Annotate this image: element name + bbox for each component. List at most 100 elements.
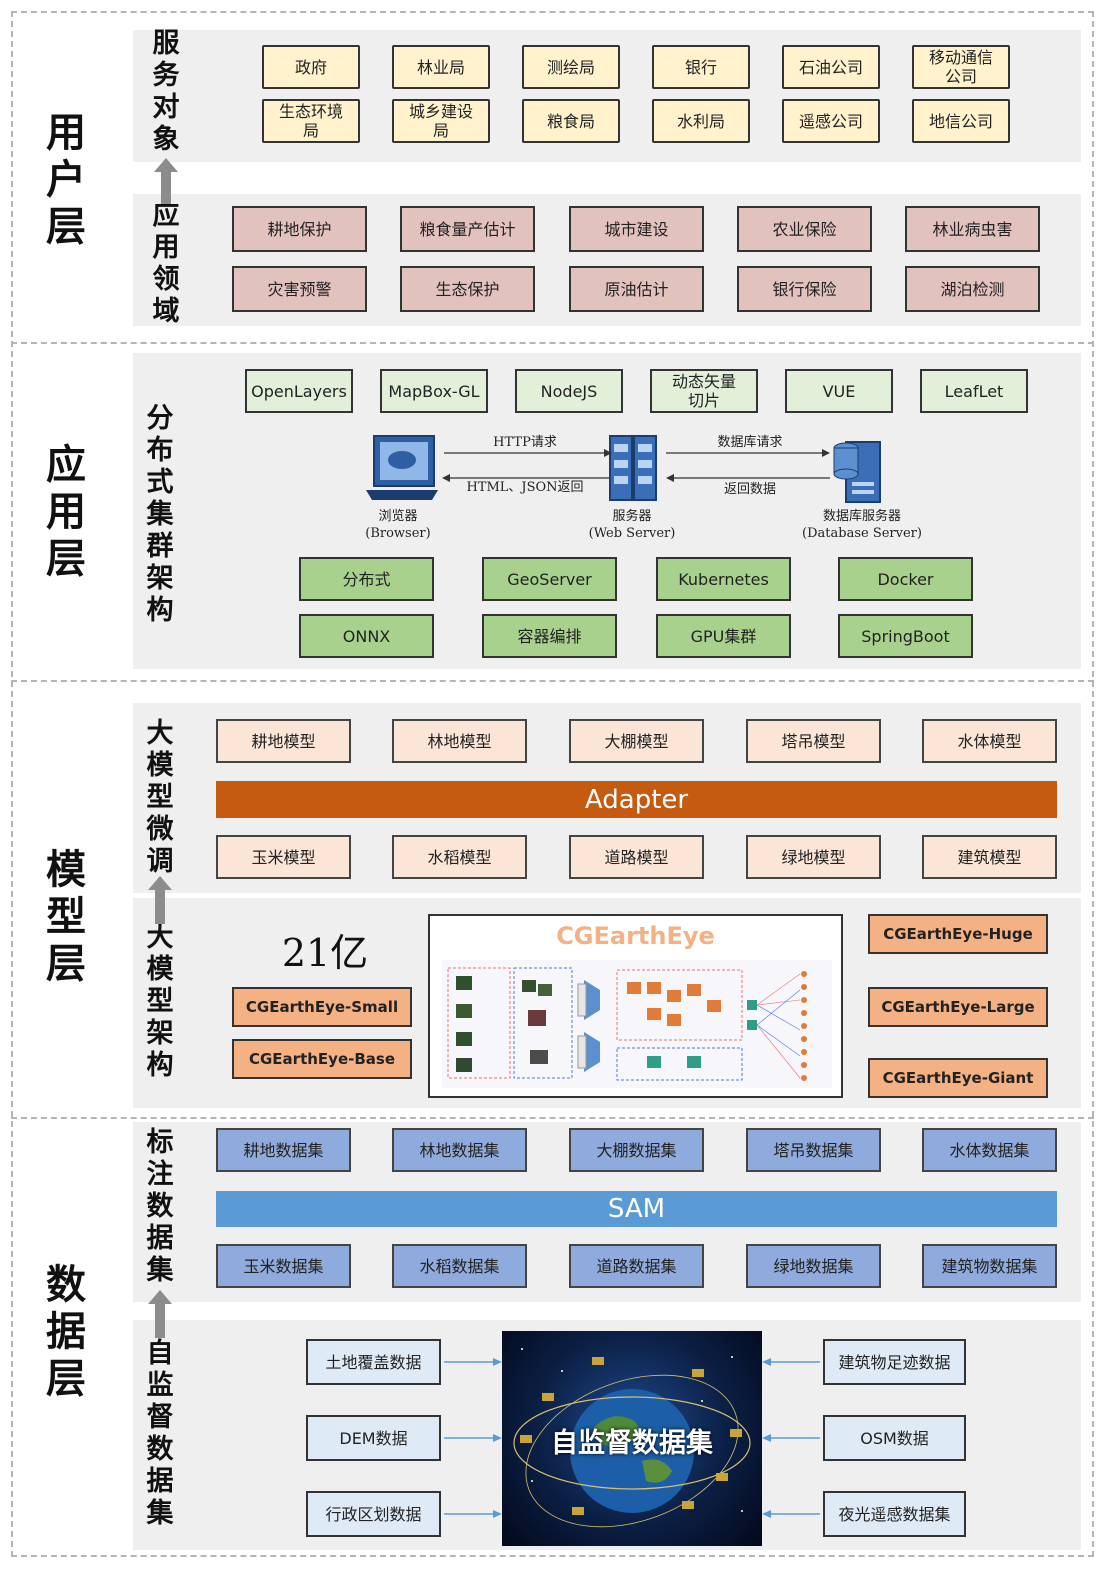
adapter-bar: Adapter bbox=[216, 781, 1057, 818]
model-variant: CGEarthEye-Small bbox=[232, 987, 412, 1027]
service-target: 生态环境局 bbox=[262, 99, 360, 143]
finetuned-model: 玉米模型 bbox=[216, 835, 351, 879]
arch-label: 大模型架构 bbox=[146, 922, 174, 1081]
service-target: 城乡建设局 bbox=[392, 99, 490, 143]
labeled-dataset: 建筑物数据集 bbox=[922, 1244, 1057, 1288]
labeled-dataset: 玉米数据集 bbox=[216, 1244, 351, 1288]
up-arrow-icon bbox=[148, 876, 172, 924]
infra-component: GPU集群 bbox=[656, 614, 791, 658]
divider-model-data bbox=[11, 1117, 1094, 1119]
finetuned-model: 建筑模型 bbox=[922, 835, 1057, 879]
application-domain: 林业病虫害 bbox=[905, 206, 1040, 252]
service-target: 林业局 bbox=[392, 45, 490, 89]
finetuned-model: 水稻模型 bbox=[392, 835, 527, 879]
divider-app-model bbox=[11, 680, 1094, 682]
figure-title: CGEarthEye bbox=[556, 922, 715, 950]
service-target: 银行 bbox=[652, 45, 750, 89]
finetuned-model: 大棚模型 bbox=[569, 719, 704, 763]
domain-label: 应用领域 bbox=[152, 200, 180, 327]
db-server-label: 数据库服务器 bbox=[822, 509, 901, 524]
finetuned-model: 道路模型 bbox=[569, 835, 704, 879]
self-source: 土地覆盖数据 bbox=[306, 1339, 441, 1385]
infra-component: Kubernetes bbox=[656, 557, 791, 601]
sam-bar: SAM bbox=[216, 1191, 1057, 1227]
labeled-dataset: 耕地数据集 bbox=[216, 1128, 351, 1172]
self-source: 行政区划数据 bbox=[306, 1491, 441, 1537]
service-target: 石油公司 bbox=[782, 45, 880, 89]
service-target: 移动通信公司 bbox=[912, 45, 1010, 89]
architecture-figure: CGEarthEye bbox=[428, 914, 843, 1098]
model-variant: CGEarthEye-Large bbox=[868, 987, 1048, 1027]
up-arrow-icon bbox=[148, 1290, 172, 1338]
service-target: 遥感公司 bbox=[782, 99, 880, 143]
outer-frame bbox=[11, 11, 1094, 1557]
finetuned-model: 林地模型 bbox=[392, 719, 527, 763]
application-domain: 湖泊检测 bbox=[905, 266, 1040, 312]
model-variant: CGEarthEye-Base bbox=[232, 1039, 412, 1079]
self-source: 夜光遥感数据集 bbox=[823, 1491, 966, 1537]
db-server-label-en: (Database Server) bbox=[802, 526, 922, 541]
model-variant: CGEarthEye-Giant bbox=[868, 1058, 1048, 1098]
db-return-label: 返回数据 bbox=[723, 482, 776, 497]
infra-component: GeoServer bbox=[482, 557, 617, 601]
frontend-tool: MapBox-GL bbox=[380, 369, 488, 413]
application-domain: 灾害预警 bbox=[232, 266, 367, 312]
http-request-label: HTTP请求 bbox=[493, 435, 557, 450]
center-dataset-title: 自监督数据集 bbox=[551, 1428, 713, 1459]
finetuned-model: 耕地模型 bbox=[216, 719, 351, 763]
architecture-diagram-image bbox=[442, 960, 832, 1088]
frontend-tool: 动态矢量切片 bbox=[650, 369, 758, 413]
labeled-dataset: 水体数据集 bbox=[922, 1128, 1057, 1172]
application-domain: 银行保险 bbox=[737, 266, 872, 312]
server-label-en: (Web Server) bbox=[588, 526, 676, 541]
finetuned-model: 水体模型 bbox=[922, 719, 1057, 763]
self-source: DEM数据 bbox=[306, 1415, 441, 1461]
self-source: 建筑物足迹数据 bbox=[823, 1339, 966, 1385]
frontend-tool: OpenLayers bbox=[245, 369, 353, 413]
self-supervised-image: 自监督数据集 bbox=[502, 1331, 762, 1546]
earth-satellites-icon bbox=[513, 1348, 751, 1528]
self-source: OSM数据 bbox=[823, 1415, 966, 1461]
service-target: 水利局 bbox=[652, 99, 750, 143]
db-request-label: 数据库请求 bbox=[717, 435, 783, 450]
browser-label-en: (Browser) bbox=[365, 526, 431, 541]
http-return-label: HTML、JSON返回 bbox=[466, 480, 584, 495]
infra-component: 容器编排 bbox=[482, 614, 617, 658]
self-supervised-label: 自监督数据集 bbox=[146, 1338, 174, 1529]
frontend-tool: NodeJS bbox=[515, 369, 623, 413]
service-label: 服务对象 bbox=[152, 28, 180, 155]
browser-label: 浏览器 bbox=[378, 509, 418, 524]
application-domain: 耕地保护 bbox=[232, 206, 367, 252]
frontend-tool: LeafLet bbox=[920, 369, 1028, 413]
layer-title-data: 数据层 bbox=[46, 1262, 86, 1402]
service-target: 粮食局 bbox=[522, 99, 620, 143]
application-domain: 粮食量产估计 bbox=[400, 206, 535, 252]
labeled-dataset: 林地数据集 bbox=[392, 1128, 527, 1172]
cluster-label: 分布式集群架构 bbox=[146, 403, 174, 626]
service-target: 地信公司 bbox=[912, 99, 1010, 143]
server-icon bbox=[609, 435, 657, 501]
service-target: 政府 bbox=[262, 45, 360, 89]
source-arrows bbox=[444, 1358, 820, 1518]
param-count: 21亿 bbox=[281, 931, 369, 975]
labeled-dataset: 塔吊数据集 bbox=[746, 1128, 881, 1172]
finetune-label: 大模型微调 bbox=[146, 718, 174, 877]
layer-title-model: 模型层 bbox=[46, 847, 86, 987]
service-target: 测绘局 bbox=[522, 45, 620, 89]
application-domain: 城市建设 bbox=[569, 206, 704, 252]
application-domain: 原油估计 bbox=[569, 266, 704, 312]
finetuned-model: 绿地模型 bbox=[746, 835, 881, 879]
up-arrow-icon bbox=[154, 158, 178, 204]
infra-component: Docker bbox=[838, 557, 973, 601]
application-domain: 农业保险 bbox=[737, 206, 872, 252]
server-label: 服务器 bbox=[612, 509, 652, 524]
application-domain: 生态保护 bbox=[400, 266, 535, 312]
database-server-icon bbox=[833, 441, 881, 503]
request-arrows bbox=[442, 449, 830, 482]
labeled-dataset: 绿地数据集 bbox=[746, 1244, 881, 1288]
divider-user-app bbox=[11, 342, 1094, 344]
labeled-label: 标注数据集 bbox=[146, 1127, 174, 1286]
layer-title-user: 用户层 bbox=[46, 110, 86, 250]
labeled-dataset: 水稻数据集 bbox=[392, 1244, 527, 1288]
infra-component: 分布式 bbox=[299, 557, 434, 601]
